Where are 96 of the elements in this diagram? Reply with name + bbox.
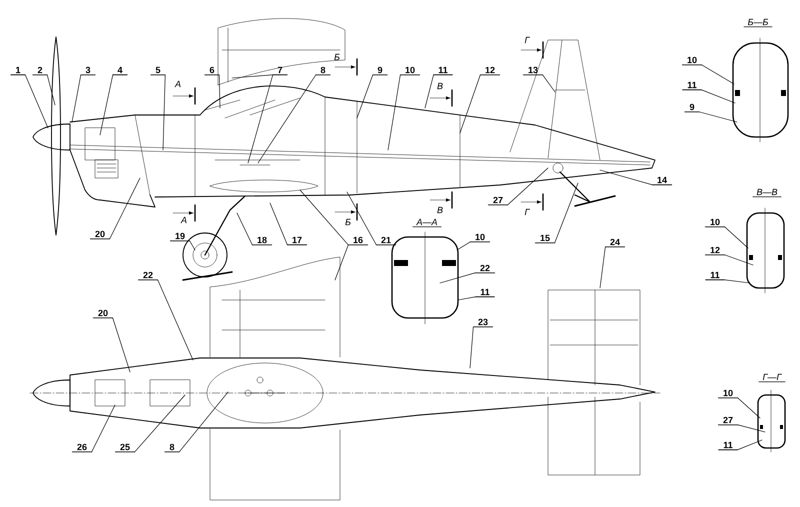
callout-number: 11 (682, 82, 702, 90)
leader-line (46, 74, 56, 106)
leader-line (91, 404, 116, 452)
leader-line (162, 74, 166, 150)
leader-line (270, 202, 288, 246)
callout-number: 5 (150, 66, 166, 76)
leader-line (356, 74, 374, 118)
leader-line (232, 74, 274, 78)
section-title: А—А (412, 218, 442, 228)
leader-line (701, 90, 736, 104)
leader-line (701, 64, 734, 84)
callout-number: 10 (718, 390, 738, 398)
callout-number: 6 (204, 66, 220, 76)
section-title: Б—Б (744, 18, 772, 28)
leader-line (134, 394, 186, 452)
leader-line (460, 74, 481, 134)
section-title: Г—Г (758, 374, 786, 382)
callout-number: 7 (272, 66, 288, 76)
leader-line (346, 192, 377, 246)
leader-line (300, 190, 349, 246)
callout-number: 27 (718, 416, 738, 426)
section-letter: А (180, 216, 187, 224)
leader-line (178, 392, 228, 452)
leader-line (737, 440, 762, 450)
leader-line (189, 240, 196, 250)
leader-line (258, 74, 316, 164)
section-letter: А (174, 80, 181, 88)
leader-line (424, 74, 434, 108)
section-letter: В (437, 82, 443, 90)
leader-line (600, 170, 653, 186)
leader-line (737, 398, 760, 418)
callout-number: 12 (704, 246, 726, 256)
callout-number: 17 (286, 236, 308, 246)
callout-number: 27 (488, 196, 508, 206)
leader-line (724, 254, 754, 266)
callout-number: 15 (534, 234, 556, 244)
callout-number: 22 (474, 264, 496, 274)
callout-number: 2 (32, 66, 48, 76)
callout-number: 8 (315, 66, 331, 76)
callout-number: 19 (170, 232, 190, 242)
leader-line (542, 74, 556, 92)
leader-line (334, 244, 349, 280)
callout-number: 10 (682, 56, 702, 66)
callout-number: 11 (475, 288, 495, 298)
callout-number: 20 (92, 310, 114, 318)
leader-line (456, 242, 471, 250)
callout-number: 4 (112, 66, 128, 76)
callout-number: 24 (604, 238, 626, 248)
section-letter: Б (334, 54, 340, 60)
leader-line (112, 318, 130, 372)
section-letter: В (437, 206, 443, 214)
callout-number: 23 (472, 318, 494, 328)
callout-number: 11 (433, 66, 453, 76)
callout-number: 10 (470, 234, 490, 242)
callout-number: 16 (348, 236, 368, 246)
leader-line (724, 280, 750, 284)
callout-number: 11 (718, 442, 738, 450)
callout-number: 12 (480, 66, 500, 76)
callout-number: 18 (252, 236, 272, 246)
leader-line (248, 74, 274, 164)
leader-line (470, 326, 474, 368)
leader-line (100, 74, 114, 136)
callout-number: 25 (114, 444, 136, 452)
leader-line (109, 178, 140, 240)
callout-number: 21 (376, 236, 396, 246)
leader-line (440, 272, 476, 284)
callout-number: 10 (704, 218, 726, 228)
leader-line (157, 280, 194, 360)
callout-number: 11 (705, 272, 725, 280)
section-letter: Г (524, 208, 530, 216)
leader-line (698, 112, 738, 122)
callout-number: 22 (138, 272, 158, 280)
callout-number: 13 (522, 66, 544, 76)
callout-number: 26 (72, 444, 92, 452)
section-letter: Г (524, 36, 530, 44)
callout-number: 1 (10, 66, 26, 76)
leader-line (388, 74, 401, 150)
callout-number: 9 (372, 66, 388, 76)
leader-line (600, 246, 606, 288)
section-letter: Б (345, 218, 351, 226)
leader-line (218, 74, 220, 108)
leader-line (236, 212, 253, 246)
callout-number: 9 (684, 104, 700, 112)
leader-line (458, 296, 476, 300)
leader-line (737, 424, 766, 432)
leader-line (507, 168, 548, 206)
leader-line (24, 74, 48, 128)
leader-line (724, 226, 748, 248)
callout-number: 20 (90, 230, 110, 240)
leader-line (72, 74, 82, 122)
callout-number: 8 (164, 444, 180, 452)
callout-number: 14 (652, 176, 672, 186)
section-title: В—В (752, 188, 782, 198)
callout-number: 3 (80, 66, 96, 76)
leader-line (554, 182, 578, 244)
callout-number: 10 (400, 66, 420, 76)
